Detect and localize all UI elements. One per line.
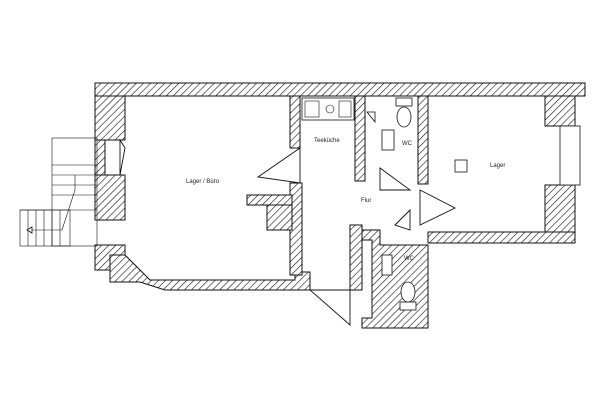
door-hall-right xyxy=(379,167,412,191)
staircase xyxy=(19,137,98,247)
wall-left-upper xyxy=(94,95,126,141)
wall-right-upper xyxy=(544,95,576,127)
room-label-wc-upper: WC xyxy=(402,141,413,147)
wall-bottom-main xyxy=(109,254,311,291)
kitchen-cabinet xyxy=(366,111,376,124)
wall-wc-lower xyxy=(361,229,429,329)
wall-top xyxy=(94,82,586,97)
column-lager xyxy=(454,159,468,173)
door-hall-left xyxy=(256,147,301,184)
wall-stub-left xyxy=(94,139,106,176)
sink-lower xyxy=(381,254,393,276)
column xyxy=(266,204,293,231)
door-bottom xyxy=(308,289,351,326)
stair-arrow-icon xyxy=(26,226,33,234)
toilet-upper-icon xyxy=(395,97,413,128)
door-lager xyxy=(419,189,457,226)
room-label-lager-buero: Lager / Büro xyxy=(186,179,220,185)
window-right xyxy=(559,125,581,186)
wall-stub-center xyxy=(246,194,293,206)
door-wc-lower xyxy=(394,208,411,231)
wall-partition-top xyxy=(289,95,301,149)
wall-tk-wc xyxy=(354,95,366,182)
wall-bottom-lager xyxy=(427,231,576,244)
wall-hall-lower xyxy=(349,224,363,291)
sink-upper xyxy=(381,129,395,151)
toilet-lower-icon xyxy=(399,281,417,311)
room-label-lager: Lager xyxy=(490,163,505,169)
room-label-wc-lower: WC xyxy=(404,256,415,262)
wall-left-mid xyxy=(94,174,126,221)
door-main-right xyxy=(119,138,126,176)
kitchen-counter xyxy=(301,97,355,121)
room-label-teekueche: Teeküche xyxy=(314,138,340,144)
room-label-flur: Flur xyxy=(361,198,371,204)
wall-wc-lager xyxy=(417,95,429,185)
